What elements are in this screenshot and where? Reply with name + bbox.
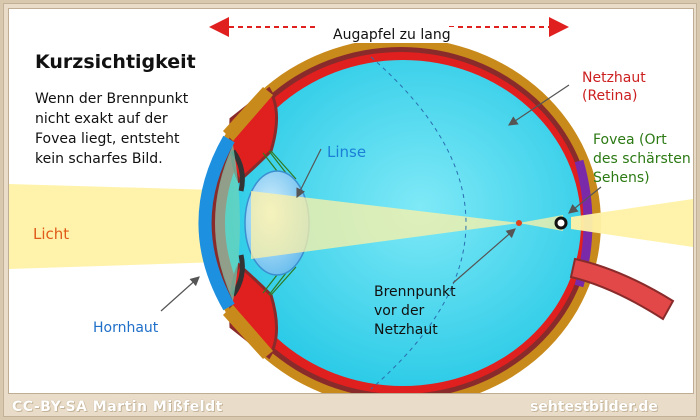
cornea (198, 135, 235, 311)
eye-diagram (9, 17, 693, 393)
iris-top (230, 149, 245, 192)
sclera-front-top (223, 87, 273, 141)
light-beam-diverge (519, 215, 563, 231)
leader-retina (508, 84, 570, 126)
diagram-title: Kurzsichtigkeit (35, 51, 196, 73)
light-beam-out (571, 199, 693, 247)
iris-bottom (230, 254, 245, 297)
description-text: Wenn der Brennpunkt nicht exakt auf der … (35, 91, 189, 167)
axis-label: Augapfel zu lang (329, 27, 455, 43)
leader-lens (296, 148, 322, 199)
cornea-label: Hornhaut (93, 320, 159, 336)
zonular-fibers (262, 150, 297, 296)
diagram-panel: Kurzsichtigkeit Wenn der Brennpunkt nich… (8, 8, 694, 394)
leader-focal (452, 228, 516, 284)
focal-point (516, 220, 522, 226)
retina-label: Netzhaut (Retina) (582, 70, 646, 104)
site-name: sehtestbilder.de (530, 399, 658, 415)
leader-fovea (568, 186, 602, 214)
copyright-text: CC-BY-SA Martin Mißfeldt (12, 399, 223, 415)
sclera-front-bottom (223, 305, 273, 359)
focal-point-label: Brennpunkt vor der Netzhaut (374, 284, 456, 338)
lens-label: Linse (327, 143, 367, 161)
light-beam-inside (251, 191, 519, 259)
light-beam-in (9, 184, 251, 269)
light-label: Licht (33, 225, 70, 243)
optic-nerve (569, 257, 675, 321)
fovea-marker (554, 216, 568, 230)
fovea-label: Fovea (Ort des schärsten Sehens) (593, 132, 691, 186)
anterior-chamber (215, 145, 240, 301)
leader-cornea (160, 276, 200, 312)
normal-eye-outline (370, 56, 467, 390)
